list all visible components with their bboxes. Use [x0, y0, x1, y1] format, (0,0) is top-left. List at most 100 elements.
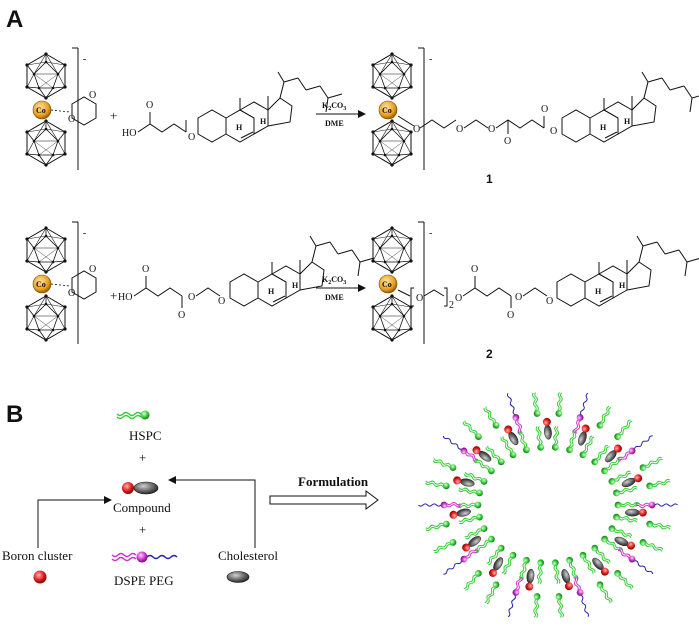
liposome-assembly: [418, 391, 678, 619]
peg-repeat-count: 2: [449, 300, 454, 311]
hspc-label: HSPC: [129, 428, 162, 443]
hspc-lipid: [456, 501, 482, 509]
plus-sign-1: +: [139, 450, 146, 465]
boron-cluster-icon: [33, 570, 47, 584]
dspe-peg-label: DSPE PEG: [114, 573, 174, 588]
reaction-arrow-2: K2CO3 DME: [316, 275, 366, 302]
cobalt-bisdicarbollide-reactant-2: Co O O -: [24, 221, 97, 344]
oxonium-o: O: [68, 288, 75, 299]
chain-o: O: [413, 124, 420, 135]
h-label: H: [624, 117, 631, 126]
boron-arrowhead: [104, 496, 112, 504]
hspc-lipid: [554, 592, 565, 619]
hspc-lipid: [424, 519, 451, 533]
cobalt-label: Co: [382, 106, 392, 115]
hspc-lipid: [534, 558, 545, 585]
cobalt-bisdicarbollide-reactant-1: Co O O -: [24, 47, 97, 170]
carbonyl-o: O: [178, 310, 185, 321]
dspe-peg-lipid: [571, 575, 592, 619]
carbonyl-o: O: [471, 264, 478, 275]
hspc-lipid: [612, 418, 635, 442]
hspc-lipid: [457, 484, 484, 498]
cobalt-label: Co: [36, 280, 46, 289]
hspc-lipid: [431, 537, 458, 555]
peg-o: O: [416, 293, 423, 304]
h-label: H: [600, 123, 607, 132]
hspc-lipid: [614, 501, 640, 509]
ether-o: O: [218, 296, 225, 307]
solvent-label: DME: [325, 293, 344, 302]
dspe-peg-icon: [111, 551, 178, 563]
dspe-peg-lipid: [616, 432, 656, 464]
charge-sign: -: [83, 228, 86, 239]
svg-text:K2CO3: K2CO3: [322, 275, 346, 286]
ether-o: O: [546, 296, 553, 307]
boron-compound: [487, 555, 506, 579]
compound-label: Compound: [113, 500, 171, 515]
boron-compound: [612, 534, 637, 552]
h-label: H: [260, 117, 267, 126]
plus-sign: +: [110, 288, 117, 303]
boron-compound: [448, 506, 472, 520]
hspc-lipid: [461, 418, 484, 442]
compound-2-label: 2: [486, 347, 493, 361]
panel-b-label: B: [6, 401, 23, 428]
plus-sign-2: +: [139, 522, 146, 537]
chain-o: O: [456, 124, 463, 135]
cholesterol-icon: [226, 571, 250, 583]
hspc-lipid: [431, 455, 458, 473]
ester-o: O: [188, 132, 195, 143]
formulation-label: Formulation: [298, 474, 369, 489]
hspc-lipid: [594, 579, 614, 606]
charge-sign: -: [429, 228, 432, 239]
charge-sign: -: [83, 54, 86, 65]
boron-compound: [452, 475, 476, 489]
cholesteryl-hemisuccinate: HO O O H H: [122, 71, 343, 143]
h-label: H: [268, 287, 275, 296]
hspc-lipid: [554, 391, 565, 418]
h-label: H: [292, 281, 299, 290]
oxonium-o: O: [68, 114, 75, 125]
ho-label: HO: [122, 128, 136, 139]
dspe-peg-lipid: [418, 501, 461, 509]
hspc-component: [116, 409, 151, 421]
cobalt-label: Co: [382, 280, 392, 289]
cholesteryl-glycol-succinate: HO O O O O H H: [118, 235, 375, 321]
boron-compound: [524, 568, 536, 592]
carbonyl-o: O: [541, 104, 548, 115]
hspc-lipid: [424, 477, 451, 491]
hspc-lipid: [531, 391, 542, 418]
hspc-lipid: [482, 404, 502, 431]
boron-compound: [460, 533, 484, 554]
ester-o: O: [188, 292, 195, 303]
charge-sign: -: [429, 54, 432, 65]
carbonyl-o: O: [146, 100, 153, 111]
boron-compound: [542, 417, 554, 441]
chain-o: O: [488, 124, 495, 135]
panel-a-label: A: [6, 6, 23, 33]
compound-1-label: 1: [486, 172, 493, 186]
hspc-lipid: [461, 568, 484, 592]
dspe-peg-lipid: [440, 546, 480, 578]
hspc-lipid: [594, 404, 614, 431]
chain-o: O: [455, 293, 462, 304]
ho-label: HO: [118, 292, 132, 303]
hspc-lipid: [612, 568, 635, 592]
h-label: H: [236, 123, 243, 132]
formulation-arrow: [269, 490, 379, 510]
hspc-lipid: [645, 477, 672, 491]
hspc-lipid: [551, 425, 562, 452]
hspc-lipid: [564, 428, 580, 455]
hspc-lipid: [534, 425, 545, 452]
carbonyl-o: O: [504, 136, 511, 147]
h-label: H: [595, 287, 602, 296]
h-label: H: [619, 281, 626, 290]
svg-text:K2CO3: K2CO3: [322, 101, 346, 112]
hspc-lipid: [531, 592, 542, 619]
solvent-label: DME: [325, 119, 344, 128]
hspc-lipid: [551, 558, 562, 585]
dioxane-o: O: [89, 264, 96, 275]
product-2-structure: Co O 2 O O O O O H H -: [370, 221, 699, 344]
boron-connector-line: [37, 499, 104, 548]
